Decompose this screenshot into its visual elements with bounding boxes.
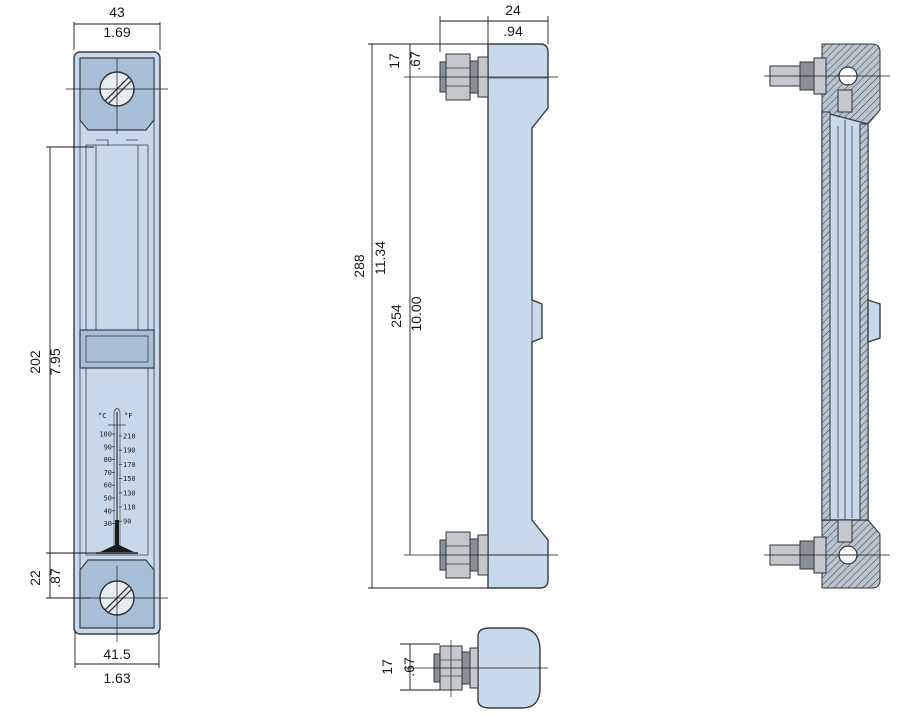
celsius-unit: °C [98,412,106,420]
fahrenheit-tick-label: 90 [123,518,131,526]
front-base-width-mm: 41.5 [103,646,130,662]
celsius-tick-label: 90 [104,443,112,451]
side-top-in: .67 [407,51,423,71]
front-bottom-mm: 22 [27,570,43,586]
side-depth-mm: 24 [505,2,521,18]
side-view: 24 .94 [351,2,558,589]
fahrenheit-tick-label: 150 [123,475,136,483]
bottom-view: 17 .67 [379,627,548,709]
end-height-in: .67 [401,657,417,677]
side-overall-in: 11.34 [372,241,388,275]
front-length-mm: 202 [27,350,43,374]
celsius-tick-label: 30 [104,520,112,528]
end-height-mm: 17 [379,659,395,675]
section-view [764,43,890,589]
celsius-tick-label: 60 [104,482,112,490]
side-centers-dimension: 254 10.00 [388,77,424,555]
fahrenheit-tick-label: 210 [123,433,136,441]
thermometer: °C °F 100 90 80 70 60 50 40 30 210 190 170 150 130 1… [96,408,138,554]
fahrenheit-tick-label: 110 [123,504,136,512]
front-width-dimension: 43 1.69 [73,4,161,50]
front-view: 43 1.69 [27,4,168,686]
side-centers-mm: 254 [388,304,404,328]
side-overall-dimension: 288 11.34 [351,44,488,589]
section-bottom-fitting-icon [764,519,890,574]
front-bottom-in: .87 [47,568,63,588]
fahrenheit-unit: °F [124,412,132,420]
front-length-in: 7.95 [47,348,63,375]
side-overall-mm: 288 [351,254,367,278]
front-width-in: 1.69 [103,24,130,40]
celsius-tick-label: 70 [104,469,112,477]
front-base-width-dimension: 41.5 1.63 [74,630,160,686]
side-top-mm: 17 [386,53,402,69]
fahrenheit-tick-label: 190 [123,447,136,455]
celsius-scale: 100 90 80 70 60 50 40 30 [99,431,115,528]
celsius-tick-label: 50 [104,495,112,503]
celsius-tick-label: 100 [99,431,112,439]
side-depth-in: .94 [503,23,523,39]
fahrenheit-tick-label: 130 [123,489,136,497]
front-base-width-in: 1.63 [103,670,130,686]
front-width-mm: 43 [109,4,125,20]
celsius-tick-label: 40 [104,507,112,515]
side-centers-in: 10.00 [408,296,424,331]
side-body [487,43,549,589]
front-bottom-dimension: 22 .87 [27,553,90,599]
end-height-dimension: 17 .67 [379,643,440,691]
fahrenheit-scale: 210 190 170 150 130 110 90 [119,433,136,526]
side-depth-dimension: 24 .94 [439,2,549,52]
fahrenheit-tick-label: 170 [123,461,136,469]
side-top-dimension: 17 .67 [368,43,488,77]
section-top-fitting-icon [764,57,890,113]
celsius-tick-label: 80 [104,456,112,464]
front-length-dimension: 202 7.95 [27,146,100,554]
